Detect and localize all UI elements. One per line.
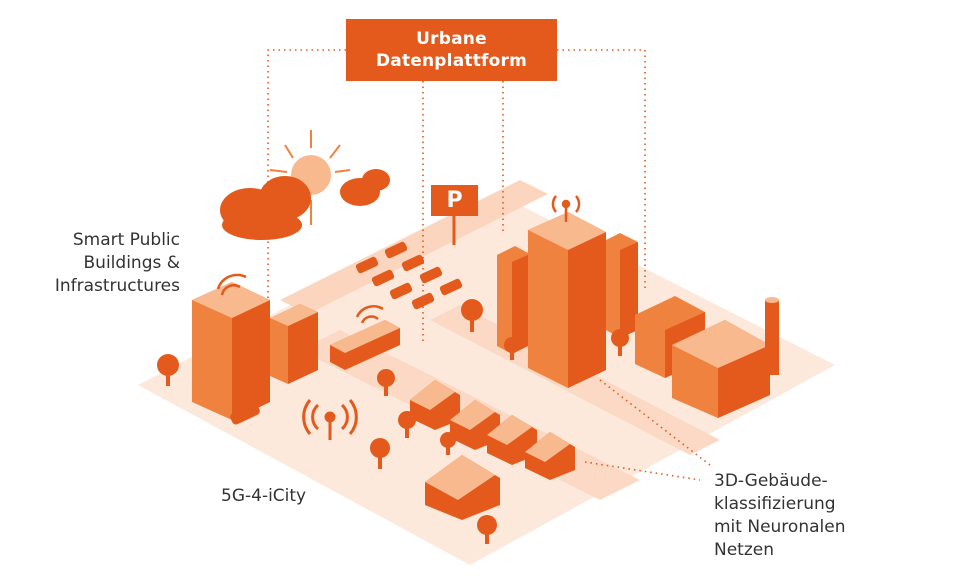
trees bbox=[157, 299, 629, 544]
house-cluster bbox=[410, 380, 575, 520]
label-line: mit Neuronalen bbox=[714, 517, 846, 537]
connector-smart-buildings bbox=[267, 49, 346, 300]
road-main bbox=[280, 180, 548, 314]
antenna-icon-5g bbox=[302, 399, 358, 440]
label-smart-public-buildings: Smart Public Buildings & Infrastructures bbox=[55, 229, 180, 298]
label-line: Smart Public bbox=[72, 230, 180, 250]
label-line: Buildings & bbox=[83, 253, 180, 273]
label-line: Netzen bbox=[714, 540, 774, 560]
bus-icon bbox=[330, 320, 400, 370]
platform-title-line1: Urbane bbox=[416, 29, 487, 49]
highrise-cluster bbox=[497, 212, 638, 388]
ground-plate bbox=[138, 195, 835, 565]
cloud-icon-small bbox=[340, 169, 390, 206]
car-icon bbox=[230, 403, 260, 425]
label-line: Infrastructures bbox=[54, 276, 180, 296]
label-5g-4-icity: 5G-4-iCity bbox=[221, 485, 306, 508]
connector-road bbox=[599, 379, 711, 466]
parked-cars bbox=[355, 241, 463, 310]
platform-title-line2: Datenplattform bbox=[375, 51, 528, 71]
office-building-left bbox=[192, 282, 318, 420]
wifi-icon-building bbox=[216, 273, 247, 296]
label-line: 3D-Gebäude- bbox=[714, 471, 828, 491]
connector-industry bbox=[557, 49, 646, 290]
label-line: klassifizierung bbox=[714, 494, 836, 514]
urban-data-platform-box: Urbane Datenplattform bbox=[346, 19, 557, 81]
cloud-icon-large bbox=[220, 176, 311, 240]
label-3d-building-classification: 3D-Gebäude- klassifizierung mit Neuronal… bbox=[714, 470, 845, 562]
label-line: 5G-4-iCity bbox=[221, 486, 307, 506]
antenna-icon-highrise bbox=[551, 195, 581, 222]
factory-building bbox=[635, 296, 779, 418]
parking-sign: P bbox=[431, 185, 478, 216]
wifi-icon-bus bbox=[355, 305, 384, 324]
